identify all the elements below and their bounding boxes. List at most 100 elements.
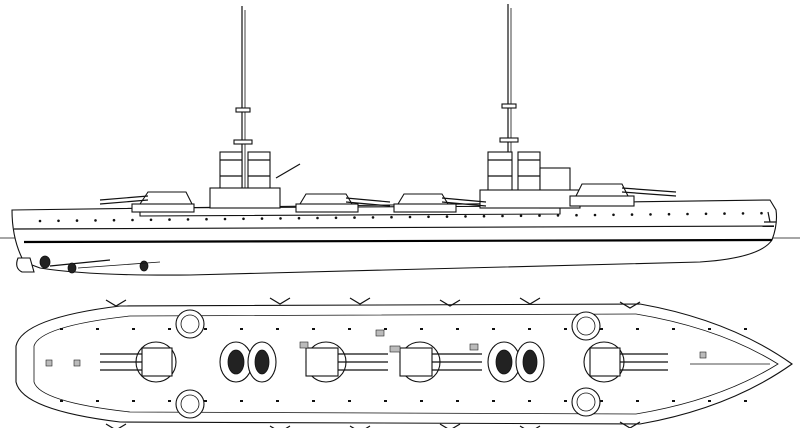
porthole: [445, 215, 449, 218]
deck-edge-fittings: [60, 328, 747, 402]
deck-fitting: [240, 400, 243, 402]
porthole: [38, 219, 42, 223]
deck-fitting: [600, 400, 603, 402]
porthole: [760, 211, 763, 215]
boom: [519, 297, 541, 305]
porthole: [149, 218, 153, 222]
turret-2-profile: [295, 193, 391, 213]
deck-fitting: [312, 400, 315, 402]
deck-fitting: [204, 400, 207, 402]
boom: [105, 423, 127, 431]
deck-fitting: [204, 328, 207, 330]
turret-1-plan: [100, 341, 177, 383]
deck-fitting: [600, 328, 603, 330]
wing-barbette-port-fwd: [571, 311, 601, 341]
porthole: [112, 218, 116, 222]
porthole: [593, 213, 597, 217]
deck-fitting: [348, 400, 351, 402]
wing-barbette-stbd-aft: [175, 389, 205, 419]
deck-fitting: [528, 400, 531, 402]
bow-anchor: [764, 211, 776, 223]
rudder-and-propellers: [16, 255, 161, 274]
porthole: [316, 216, 319, 220]
porthole: [538, 214, 541, 217]
porthole: [556, 214, 560, 217]
forward-funnels: [209, 151, 301, 209]
deck-fitting: [240, 328, 243, 330]
belt-line: [23, 238, 773, 244]
deck-fitting: [168, 328, 171, 330]
porthole: [168, 218, 171, 221]
aft-funnels: [479, 151, 581, 209]
deck-fitting: [132, 328, 135, 330]
deck-fitting: [672, 400, 675, 402]
deck-fitting: [636, 400, 639, 402]
porthole: [649, 213, 652, 216]
deck-fitting: [708, 400, 711, 402]
deck-fitting: [168, 400, 171, 402]
porthole: [667, 212, 671, 216]
deck-fitting: [348, 328, 351, 330]
porthole: [575, 213, 578, 217]
porthole: [353, 216, 356, 219]
deck-fitting: [384, 328, 387, 330]
deck-fitting: [60, 328, 63, 330]
porthole: [501, 214, 504, 218]
upper-strake: [13, 225, 775, 230]
deck-fitting: [276, 328, 279, 330]
porthole: [464, 215, 467, 218]
turret-4-profile: [569, 183, 677, 207]
porthole: [482, 214, 486, 218]
porthole: [686, 212, 689, 216]
porthole: [75, 219, 79, 222]
turret-1-profile: [99, 191, 195, 213]
porthole-row: [38, 211, 763, 223]
plan-view: [15, 297, 793, 433]
turret-3-plan: [399, 341, 482, 383]
deck-fitting: [132, 400, 135, 402]
boom: [439, 423, 461, 431]
wing-barbette-stbd-fwd: [571, 387, 601, 417]
deck-fitting: [384, 400, 387, 402]
deck-edge: [33, 313, 779, 415]
porthole: [408, 215, 412, 219]
deck-fitting: [96, 400, 99, 402]
porthole: [519, 214, 523, 218]
porthole: [612, 213, 615, 217]
aft-funnels-plan: [487, 341, 545, 383]
deck-fitting: [96, 328, 99, 330]
wing-barbette-port-aft: [175, 309, 205, 339]
turret-3-profile: [393, 193, 487, 213]
porthole: [630, 213, 634, 216]
deck-fitting: [60, 400, 63, 402]
deck-fitting: [312, 328, 315, 330]
deck-fitting: [276, 400, 279, 402]
porthole: [741, 212, 745, 215]
boom: [269, 297, 291, 305]
porthole: [390, 215, 393, 219]
porthole: [186, 218, 190, 221]
porthole: [205, 217, 208, 221]
porthole: [57, 219, 60, 223]
porthole: [297, 216, 301, 220]
deck-fitting: [420, 328, 423, 330]
deck-fitting: [744, 328, 747, 330]
deck-fitting: [564, 328, 567, 330]
porthole: [723, 212, 726, 215]
deck-fitting: [420, 400, 423, 402]
deck-fitting: [708, 328, 711, 330]
turret-4-plan: [583, 341, 668, 383]
boom: [349, 297, 371, 305]
porthole: [279, 217, 282, 220]
side-profile-view: [0, 4, 800, 276]
porthole: [334, 216, 338, 220]
deck-fitting: [672, 328, 675, 330]
deck-fitting: [528, 328, 531, 330]
porthole: [427, 215, 430, 219]
deck-fitting: [636, 328, 639, 330]
deck-fittings: [45, 329, 770, 367]
porthole: [94, 219, 97, 222]
deck-fitting: [456, 328, 459, 330]
boom: [105, 299, 127, 307]
